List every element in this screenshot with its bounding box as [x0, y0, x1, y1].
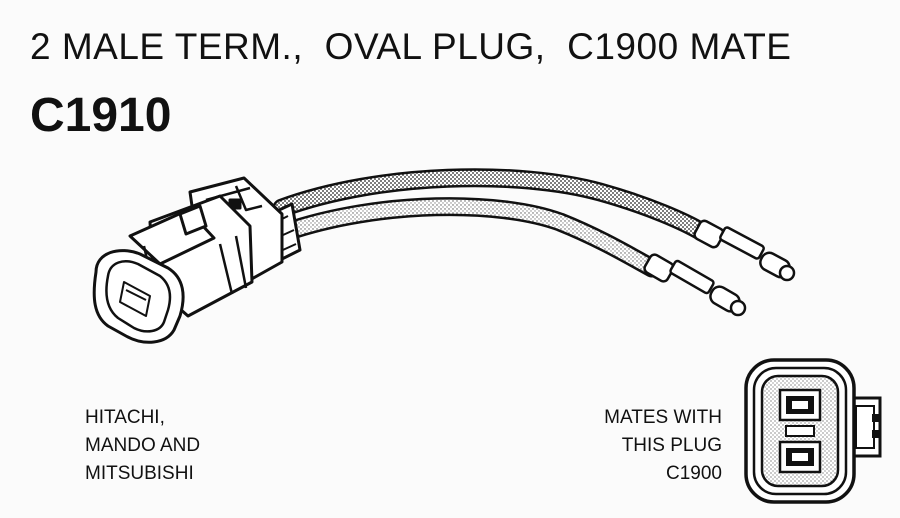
- page-title: 2 MALE TERM., OVAL PLUG, C1900 MATE: [30, 26, 792, 67]
- mates-part-number: C1900: [666, 463, 722, 484]
- part-number: C1910: [30, 89, 172, 142]
- manufacturer-list: HITACHI, MANDO AND MITSUBISHI: [85, 404, 200, 488]
- mating-plug-icon: [744, 358, 882, 504]
- upper-wire: [272, 168, 712, 242]
- mates-with-note: MATES WITH THIS PLUG C1900: [604, 404, 722, 488]
- connector-pigtail-icon: [92, 168, 796, 344]
- manufacturer-line: MANDO AND: [85, 435, 201, 456]
- mates-line: THIS PLUG: [621, 435, 722, 456]
- manufacturer-line: HITACHI,: [85, 407, 165, 428]
- lower-terminal: [643, 253, 747, 317]
- lower-wire: [276, 197, 662, 278]
- mates-line: MATES WITH: [604, 407, 722, 428]
- manufacturer-line: MITSUBISHI: [85, 463, 194, 484]
- connector-housing: [92, 176, 302, 344]
- upper-terminal: [693, 219, 796, 282]
